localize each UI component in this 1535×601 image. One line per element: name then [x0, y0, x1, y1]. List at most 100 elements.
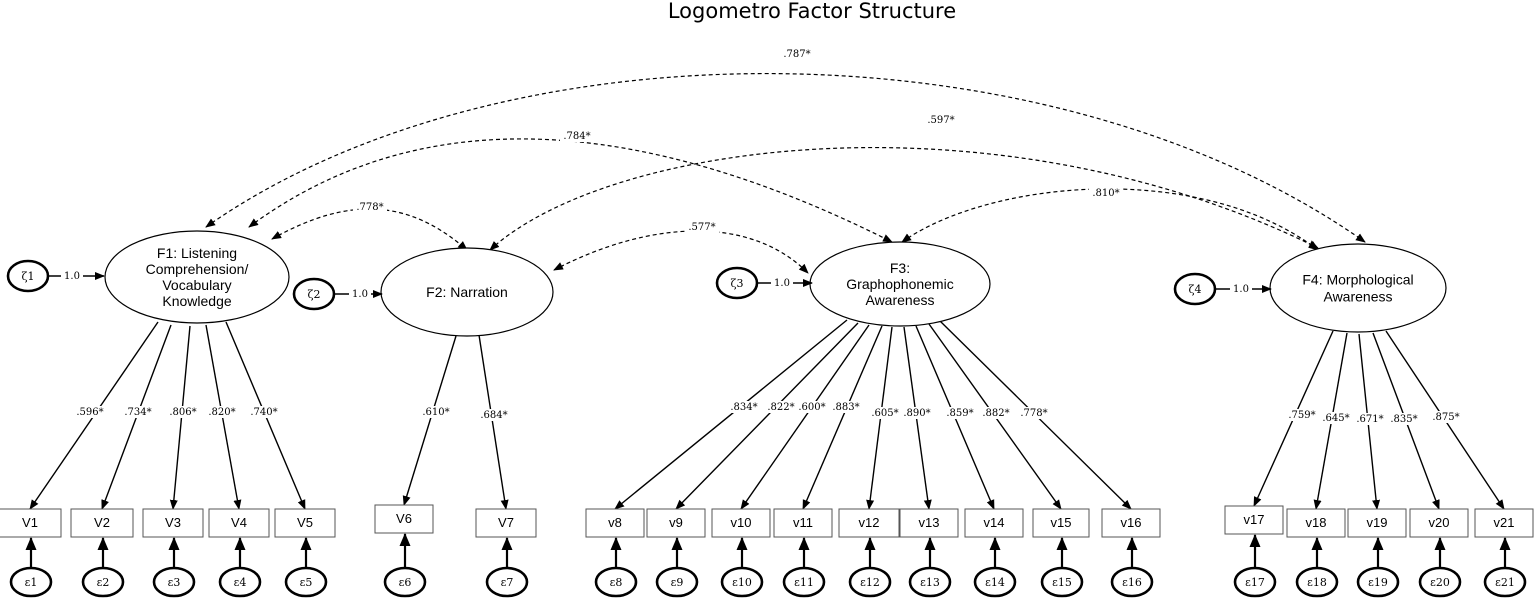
error-11 — [782, 566, 826, 598]
disturbance-path-label: 1.0 — [771, 277, 793, 289]
indicator-label: v11 — [793, 515, 813, 530]
loading-label: .605* — [868, 407, 902, 419]
disturbance-path-label: 1.0 — [1230, 283, 1252, 295]
loading-label: .684* — [477, 409, 511, 421]
svg-text:.778*: .778* — [1020, 408, 1047, 419]
indicator-v20 — [1409, 508, 1469, 538]
error-label: ε14 — [985, 576, 1005, 589]
svg-text:.806*: .806* — [169, 407, 196, 418]
error-19 — [1356, 566, 1400, 598]
error-label: ε19 — [1368, 576, 1388, 589]
error-4 — [218, 566, 262, 598]
loading-label: .671* — [1353, 413, 1387, 425]
loading-label: .600* — [795, 401, 829, 413]
indicator-v10 — [711, 508, 771, 538]
loading-label: .875* — [1429, 411, 1463, 423]
error-label: ε20 — [1430, 576, 1450, 589]
disturbance-f3 — [715, 266, 759, 300]
loading-v6 — [402, 335, 457, 506]
correlation-label: .810* — [1089, 187, 1123, 199]
error-15 — [1040, 566, 1084, 598]
error-21 — [1483, 566, 1527, 598]
indicator-label: v21 — [1494, 515, 1515, 530]
indicator-label: v9 — [669, 515, 683, 530]
error-label: ε3 — [168, 576, 181, 589]
error-5 — [284, 566, 328, 598]
error-label: ε21 — [1495, 576, 1515, 589]
indicator-v1 — [0, 508, 62, 538]
svg-text:.834*: .834* — [730, 402, 757, 413]
loading-label: .740* — [247, 406, 281, 418]
error-12 — [848, 566, 892, 598]
error-label: ε10 — [732, 576, 752, 589]
correlation-label: .778* — [353, 201, 387, 213]
loading-label: .882* — [979, 407, 1013, 419]
svg-text:.890*: .890* — [903, 408, 930, 419]
indicator-label: v12 — [859, 515, 880, 530]
disturbance-label: ζ1 — [22, 270, 35, 283]
factor-label: Comprehension/ — [146, 261, 249, 277]
indicator-label: v18 — [1306, 515, 1327, 530]
svg-text:.883*: .883* — [832, 402, 859, 413]
correlation-f2-f4 — [489, 146, 1319, 251]
disturbance-label: ζ4 — [1189, 283, 1202, 296]
svg-text:.600*: .600* — [798, 402, 825, 413]
loading-v8 — [614, 319, 848, 510]
loading-label: .645* — [1319, 412, 1353, 424]
svg-text:.597*: .597* — [927, 115, 954, 126]
disturbance-path-label: 1.0 — [349, 288, 371, 300]
svg-text:.822*: .822* — [767, 402, 794, 413]
error-label: ε13 — [920, 576, 940, 589]
factor-label: Awareness — [865, 292, 934, 308]
error-label: ε12 — [860, 576, 880, 589]
indicator-v7 — [475, 508, 537, 538]
svg-text:.671*: .671* — [1356, 414, 1383, 425]
loading-label: .610* — [419, 406, 453, 418]
error-label: ε6 — [399, 576, 412, 589]
svg-text:.787*: .787* — [783, 49, 810, 60]
correlation-f2-f3 — [553, 230, 809, 274]
svg-text:.759*: .759* — [1288, 410, 1315, 421]
indicator-label: v15 — [1051, 515, 1072, 530]
svg-text:.645*: .645* — [1322, 413, 1349, 424]
indicator-label: V7 — [498, 515, 514, 530]
loading-label: .734* — [121, 406, 155, 418]
svg-text:1.0: 1.0 — [64, 271, 80, 282]
error-8 — [594, 566, 638, 598]
error-label: ε7 — [501, 576, 514, 589]
factor-label: Vocabulary — [162, 277, 231, 293]
error-9 — [655, 566, 699, 598]
indicator-v4 — [208, 508, 270, 538]
disturbance-f4 — [1173, 272, 1217, 306]
disturbance-path-label: 1.0 — [61, 270, 83, 282]
error-label: ε18 — [1307, 576, 1327, 589]
indicator-v9 — [646, 508, 706, 538]
svg-text:1.0: 1.0 — [1233, 284, 1249, 295]
error-3 — [152, 566, 196, 598]
loading-label: .806* — [166, 406, 200, 418]
svg-text:.596*: .596* — [76, 407, 103, 418]
indicator-v21 — [1474, 508, 1534, 538]
svg-text:.610*: .610* — [422, 407, 449, 418]
disturbance-f2 — [292, 277, 336, 311]
loading-label: .835* — [1387, 413, 1421, 425]
indicator-v17 — [1224, 505, 1284, 535]
indicator-label: v14 — [984, 515, 1005, 530]
loading-label: .822* — [764, 401, 798, 413]
error-label: ε9 — [671, 576, 684, 589]
loading-v7 — [478, 334, 509, 510]
factor-label: F2: Narration — [426, 284, 508, 300]
svg-text:.784*: .784* — [563, 131, 590, 142]
error-10 — [720, 566, 764, 598]
svg-text:.835*: .835* — [1390, 414, 1417, 425]
error-1 — [9, 566, 53, 598]
indicator-label: v16 — [1121, 515, 1142, 530]
svg-text:.740*: .740* — [250, 407, 277, 418]
diagram-title: Logometro Factor Structure — [668, 0, 956, 23]
indicator-v5 — [274, 508, 336, 538]
error-label: ε16 — [1122, 576, 1142, 589]
indicator-v16 — [1101, 508, 1161, 538]
svg-text:.820*: .820* — [208, 407, 235, 418]
factor-label: Knowledge — [162, 293, 231, 309]
